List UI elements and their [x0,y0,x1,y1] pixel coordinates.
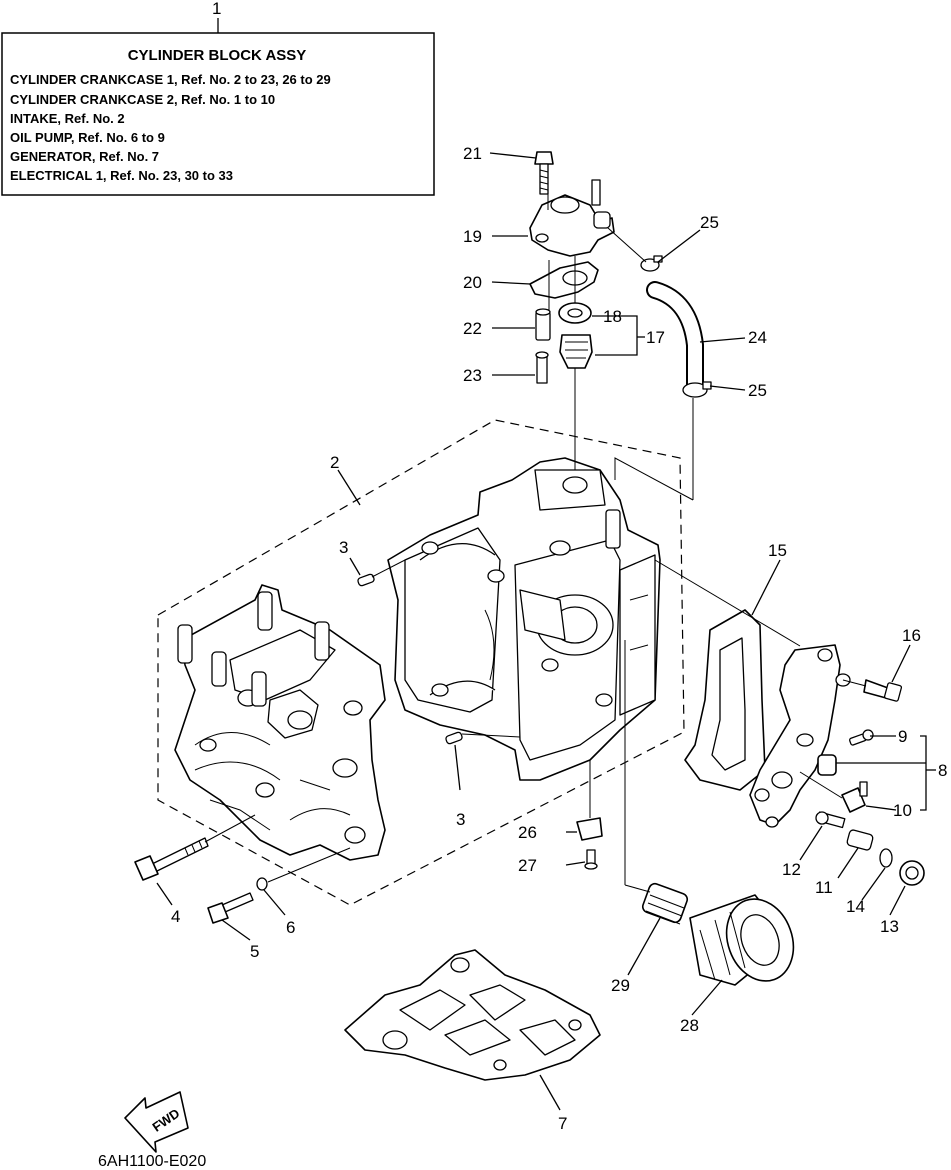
callout-14: 14 [846,897,865,916]
bolt-5-drawing [207,892,254,924]
info-line-6: ELECTRICAL 1, Ref. No. 23, 30 to 33 [10,168,233,183]
callout-6: 6 [286,918,295,937]
union-29 [641,882,689,925]
callout-28: 28 [680,1016,699,1035]
callout-19: 19 [463,227,482,246]
callout-24: 24 [748,328,767,347]
bolt-21-drawing [534,151,554,195]
fwd-arrow-icon: FWD [124,1091,189,1153]
callout-17: 17 [646,328,665,347]
collar-22 [535,308,551,341]
callout-23: 23 [463,366,482,385]
assembly-info-box: 1 CYLINDER BLOCK ASSY CYLINDER CRANKCASE… [1,0,435,196]
hose-24 [646,281,704,394]
clamp-25-upper [640,255,663,272]
callout-12: 12 [782,860,801,879]
callout-18: 18 [603,307,622,326]
callout-4: 4 [171,907,180,926]
callout-10: 10 [893,801,912,820]
seal-18 [558,302,592,324]
callout-21: 21 [463,144,482,163]
oil-filter-28 [689,894,795,986]
sensor-8 [817,754,837,776]
thermostat-cover-19 [529,179,615,257]
leader-lines [156,152,936,1111]
clamp-25-lower [682,381,712,398]
callout-13: 13 [880,917,899,936]
gasket-20 [529,261,599,299]
callout-15: 15 [768,541,787,560]
info-line-3: INTAKE, Ref. No. 2 [10,111,125,126]
callout-25-lower: 25 [748,381,767,400]
callout-7: 7 [558,1114,567,1133]
gasket-15 [684,609,766,791]
dowel-pin-lower [445,731,463,745]
callout-27: 27 [518,856,537,875]
info-line-2: CYLINDER CRANKCASE 2, Ref. No. 1 to 10 [10,92,275,107]
info-box-title: CYLINDER BLOCK ASSY [128,47,307,64]
pump-cover-drawing [749,644,851,828]
callout-9: 9 [898,727,907,746]
callout-2: 2 [330,453,339,472]
screw-27 [584,849,598,870]
fitting-10 [841,781,868,813]
bracket-26 [576,817,603,841]
callout-3-lower: 3 [456,810,465,829]
info-line-5: GENERATOR, Ref. No. 7 [10,149,159,164]
crankcase-group-outline [157,419,685,906]
callout-11: 11 [815,878,833,897]
drawing-code: 6AH1100-E020 [98,1153,206,1170]
callout-5: 5 [250,942,259,961]
crankcase-1-drawing [387,457,661,781]
plug-13 [899,860,925,886]
info-line-4: OIL PUMP, Ref. No. 6 to 9 [10,130,165,145]
bolt-23 [535,351,549,384]
callout-numbers: 2 3 3 4 5 6 7 8 9 10 11 12 13 14 15 16 1… [171,144,947,1133]
callout-22: 22 [463,319,482,338]
callout-8: 8 [938,761,947,780]
gasket-7 [344,949,601,1081]
screw-9 [849,729,874,746]
thermostat-17 [559,334,593,369]
bolt-12 [815,811,846,829]
callout-3-upper: 3 [339,538,348,557]
washer-6 [256,877,268,891]
bolt-16 [863,679,903,702]
bolt-4-drawing [134,837,209,881]
info-line-1: CYLINDER CRANKCASE 1, Ref. No. 2 to 23, … [10,72,331,87]
callout-1: 1 [212,0,221,18]
callout-20: 20 [463,273,482,292]
callout-16: 16 [902,626,921,645]
crankcase-2-drawing [174,584,386,861]
callout-29: 29 [611,976,630,995]
o-ring-14 [879,848,893,868]
collar-11 [846,829,874,851]
callout-25-upper: 25 [700,213,719,232]
dowel-pin-upper [357,573,375,587]
callout-26: 26 [518,823,537,842]
